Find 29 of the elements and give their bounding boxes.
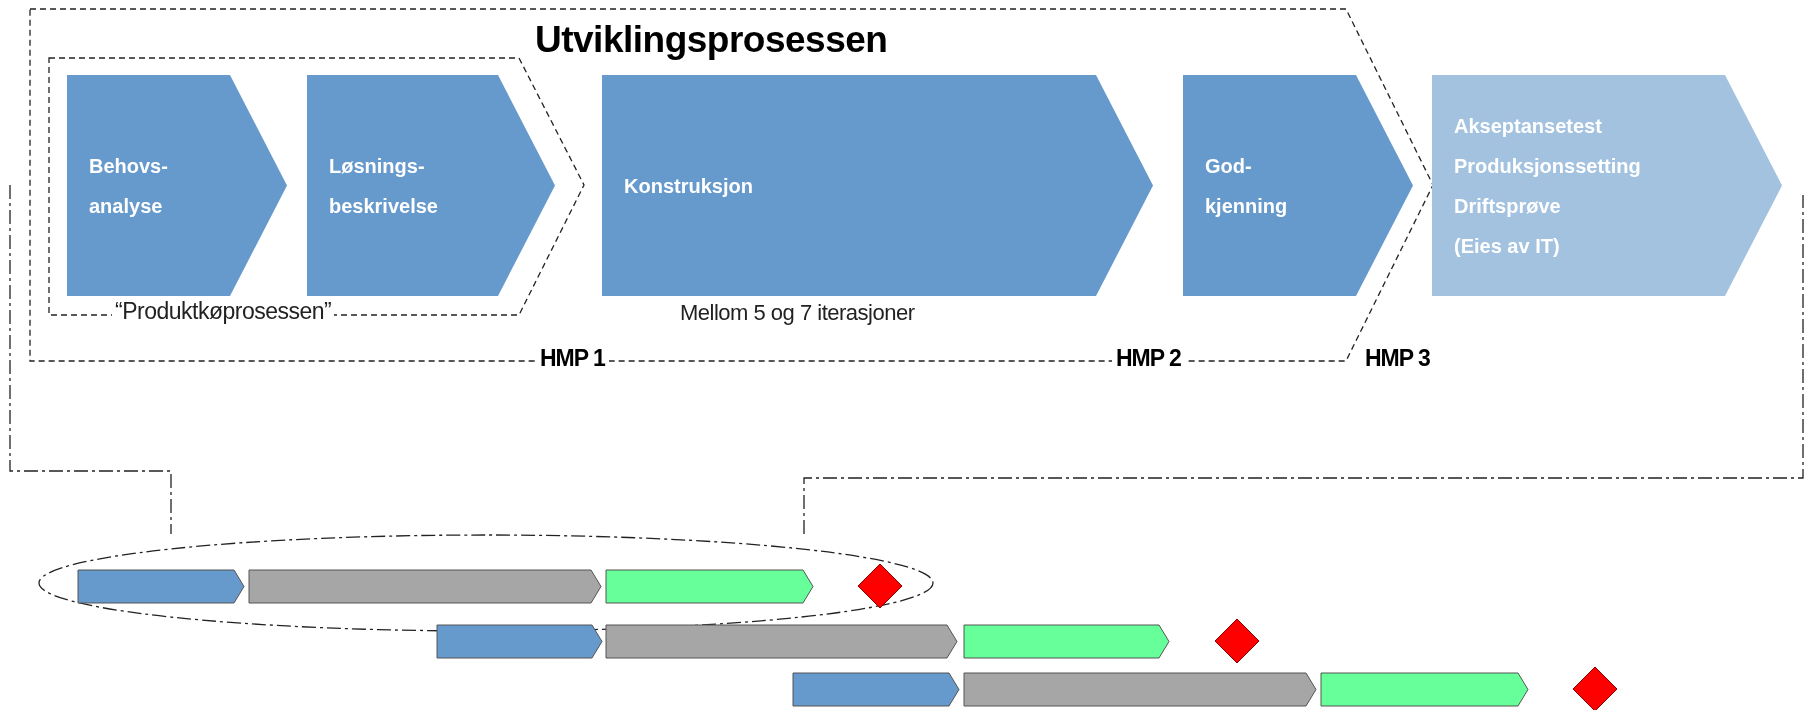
step-label: Akseptansetest <box>1454 113 1603 139</box>
step-label: Konstruksjon <box>624 173 754 199</box>
process-phase <box>67 75 287 296</box>
process-phase <box>307 75 555 296</box>
phase-bar <box>249 570 601 603</box>
phase-bar <box>964 625 1169 658</box>
phase-bar <box>606 625 957 658</box>
step-label: (Eies av IT) <box>1454 233 1561 259</box>
step-label: Driftsprøve <box>1454 193 1562 219</box>
milestone-diamond <box>1573 667 1617 710</box>
dash-dot-ellipse <box>38 534 934 632</box>
milestone-diamond <box>1215 619 1259 663</box>
milestone-diamond <box>858 564 902 608</box>
step-label: Produksjonssetting <box>1454 153 1642 179</box>
phase-bar <box>1321 673 1528 706</box>
phase-bar <box>437 625 602 658</box>
phase-bar <box>793 673 959 706</box>
step-label: Løsnings- beskrivelse <box>329 153 439 219</box>
subgroup-label: “Produktkøprosessen” <box>112 298 335 325</box>
phase-bar <box>964 673 1316 706</box>
phase-bar <box>606 570 813 603</box>
process-phase <box>1183 75 1413 296</box>
step-label: God- kjenning <box>1205 153 1289 219</box>
step-label: Behovs- analyse <box>89 153 169 219</box>
process-phase <box>1432 75 1782 296</box>
phase-bar <box>78 570 244 603</box>
process-phase <box>602 75 1153 296</box>
group-title: Utviklingsprosessen <box>535 19 888 61</box>
iteration-note: Mellom 5 og 7 iterasjoner <box>680 300 915 326</box>
